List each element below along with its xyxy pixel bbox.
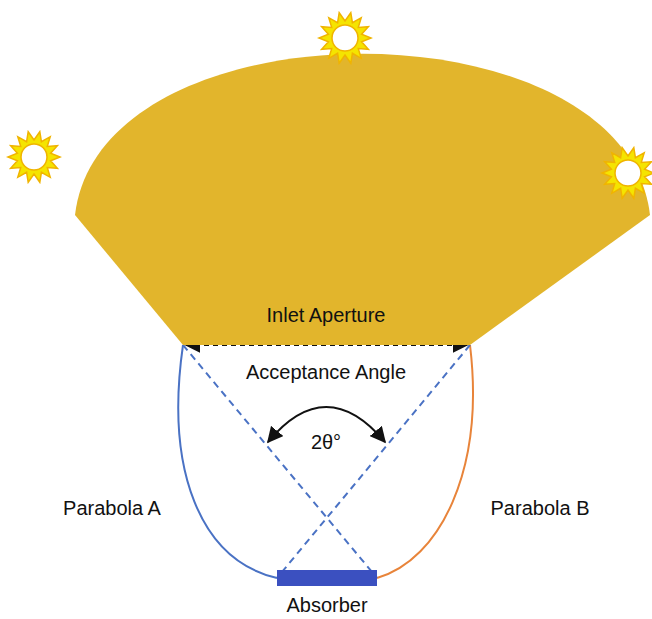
absorber-plate: Absorber [277,570,377,586]
sun-icon [319,13,371,64]
parabola-label: Parabola A [63,497,161,520]
parabola-label: Parabola B [491,497,590,520]
angle-value: 2θ° [311,431,341,454]
aperture-label: Inlet Aperture [267,304,386,327]
aperture-fan-shape [75,40,652,345]
sun-icon [602,148,652,199]
absorber-label: Absorber [286,594,367,617]
angle-label: Acceptance Angle [246,361,406,384]
sun-icon [8,132,60,183]
inlet-aperture-region: Inlet Aperture [75,40,652,345]
